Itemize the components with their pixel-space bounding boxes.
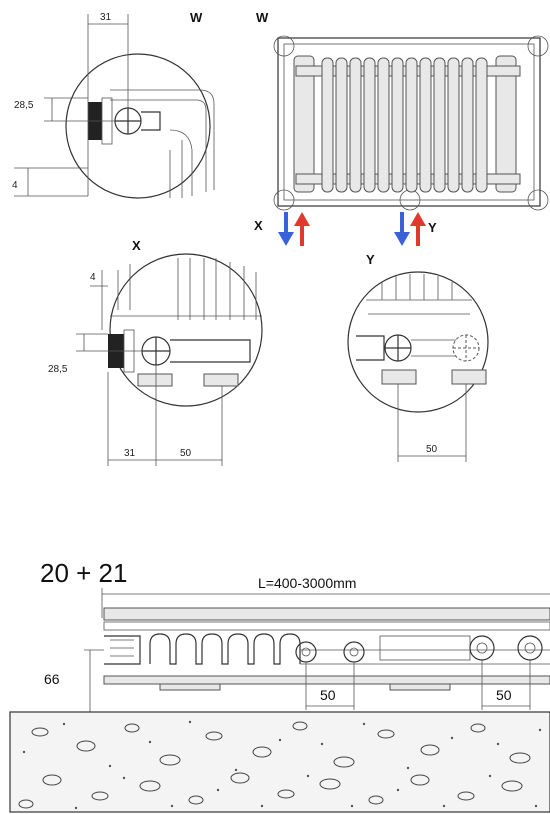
side-length-label: L=400-3000mm — [258, 575, 356, 591]
arrow-y-label: Y — [428, 220, 437, 235]
arrow-up-red-icon — [410, 212, 426, 246]
dim-side-height: 66 — [44, 671, 60, 687]
detail-w-circle — [65, 53, 211, 199]
side-types-label: 20 + 21 — [40, 558, 127, 588]
arrow-up-red-icon — [294, 212, 310, 246]
radiator-front-view: W X — [254, 10, 549, 246]
side-view: 20 + 21 L=400-3000mm 66 50 — [40, 558, 550, 712]
valve-crosshair-icon — [384, 334, 412, 362]
detail-x: X 4 28,5 31 50 — [48, 238, 263, 466]
corner-w-label: W — [256, 10, 269, 25]
detail-y-label: Y — [366, 252, 375, 267]
floor-concrete — [9, 711, 550, 813]
detail-y: Y 50 — [347, 252, 489, 462]
dim-w-width: 31 — [100, 12, 112, 23]
concrete-dots — [22, 720, 542, 810]
detail-x-circle — [109, 253, 263, 407]
concrete-aggregate — [18, 721, 531, 809]
dim-w-offset: 4 — [12, 180, 18, 191]
detail-y-circle — [347, 271, 489, 413]
dim-x-height: 28,5 — [48, 364, 68, 375]
detail-w: 31 28,5 4 W — [12, 10, 215, 199]
dim-side-spacing-b: 50 — [496, 687, 512, 703]
valve-crosshair-icon — [114, 107, 142, 135]
detail-x-label: X — [132, 238, 141, 253]
dim-x-width-a: 31 — [124, 448, 136, 459]
arrow-down-blue-icon — [278, 212, 294, 246]
arrow-down-blue-icon — [394, 212, 410, 246]
radiator-fins — [321, 57, 488, 193]
dim-w-height: 28,5 — [14, 100, 34, 111]
valve-crosshair-icon — [141, 336, 171, 366]
dim-x-width-b: 50 — [180, 448, 192, 459]
arrow-x-label: X — [254, 218, 263, 233]
dim-x-offset: 4 — [90, 272, 96, 283]
dim-y-width: 50 — [426, 444, 438, 455]
detail-w-label: W — [190, 10, 203, 25]
dim-side-spacing-a: 50 — [320, 687, 336, 703]
